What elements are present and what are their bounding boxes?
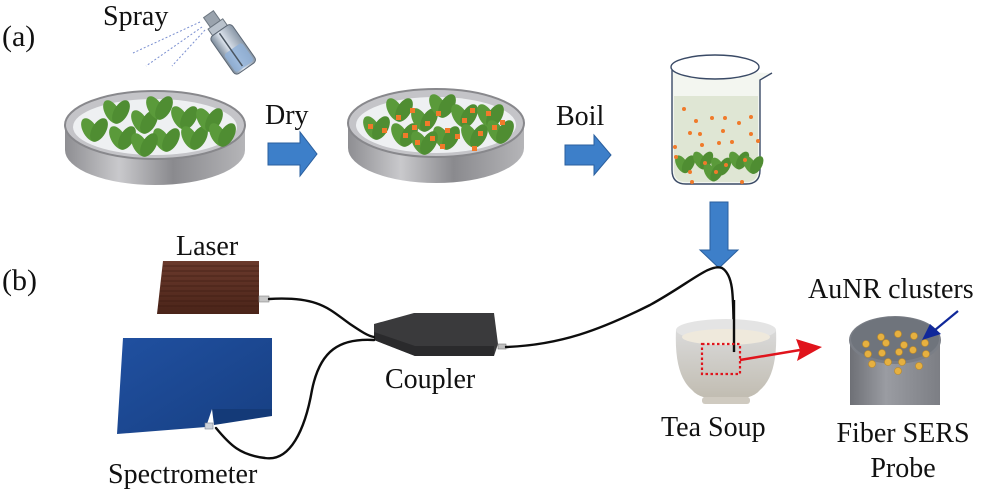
gold-nanoparticles-icon xyxy=(368,108,505,151)
coupler-label: Coupler xyxy=(385,364,476,395)
gold-cluster-dots xyxy=(862,330,930,375)
down-arrow-icon xyxy=(698,201,740,269)
gold-nanoparticles-icon xyxy=(673,107,760,184)
highlight-box xyxy=(700,342,742,376)
optical-fiber-cables xyxy=(214,266,736,460)
tea-cup-icon xyxy=(675,300,777,404)
spray-bottle-icon xyxy=(202,10,256,75)
laser-label: Laser xyxy=(176,231,239,262)
aunr-clusters-label: AuNR clusters xyxy=(808,274,974,305)
laser-device xyxy=(157,261,270,314)
petri-dish-coated-leaves xyxy=(347,88,525,183)
spectrometer-device xyxy=(117,338,272,434)
fiber-sers-probe-icon xyxy=(849,316,941,405)
tea-soup-label: Tea Soup xyxy=(661,412,766,443)
zoom-arrow-icon xyxy=(739,339,822,362)
panel-a-label: (a) xyxy=(2,20,36,53)
boil-step-label: Boil xyxy=(556,101,605,132)
petri-dish-fresh-leaves xyxy=(64,90,246,185)
panel-b-label: (b) xyxy=(2,264,37,297)
fiber-sers-probe-label-line2: Probe xyxy=(870,453,936,484)
spray-mist-icon xyxy=(132,21,206,67)
dry-step-label: Dry xyxy=(265,100,309,131)
spectrometer-label: Spectrometer xyxy=(108,459,258,490)
coupler-device xyxy=(374,313,507,356)
dry-arrow-icon xyxy=(267,130,318,178)
spray-step-label: Spray xyxy=(103,1,169,32)
boil-arrow-icon xyxy=(564,133,612,177)
fiber-sers-probe-label-line1: Fiber SERS xyxy=(836,418,970,449)
beaker-icon xyxy=(670,54,773,185)
cluster-pointer-arrow-icon xyxy=(922,310,959,340)
